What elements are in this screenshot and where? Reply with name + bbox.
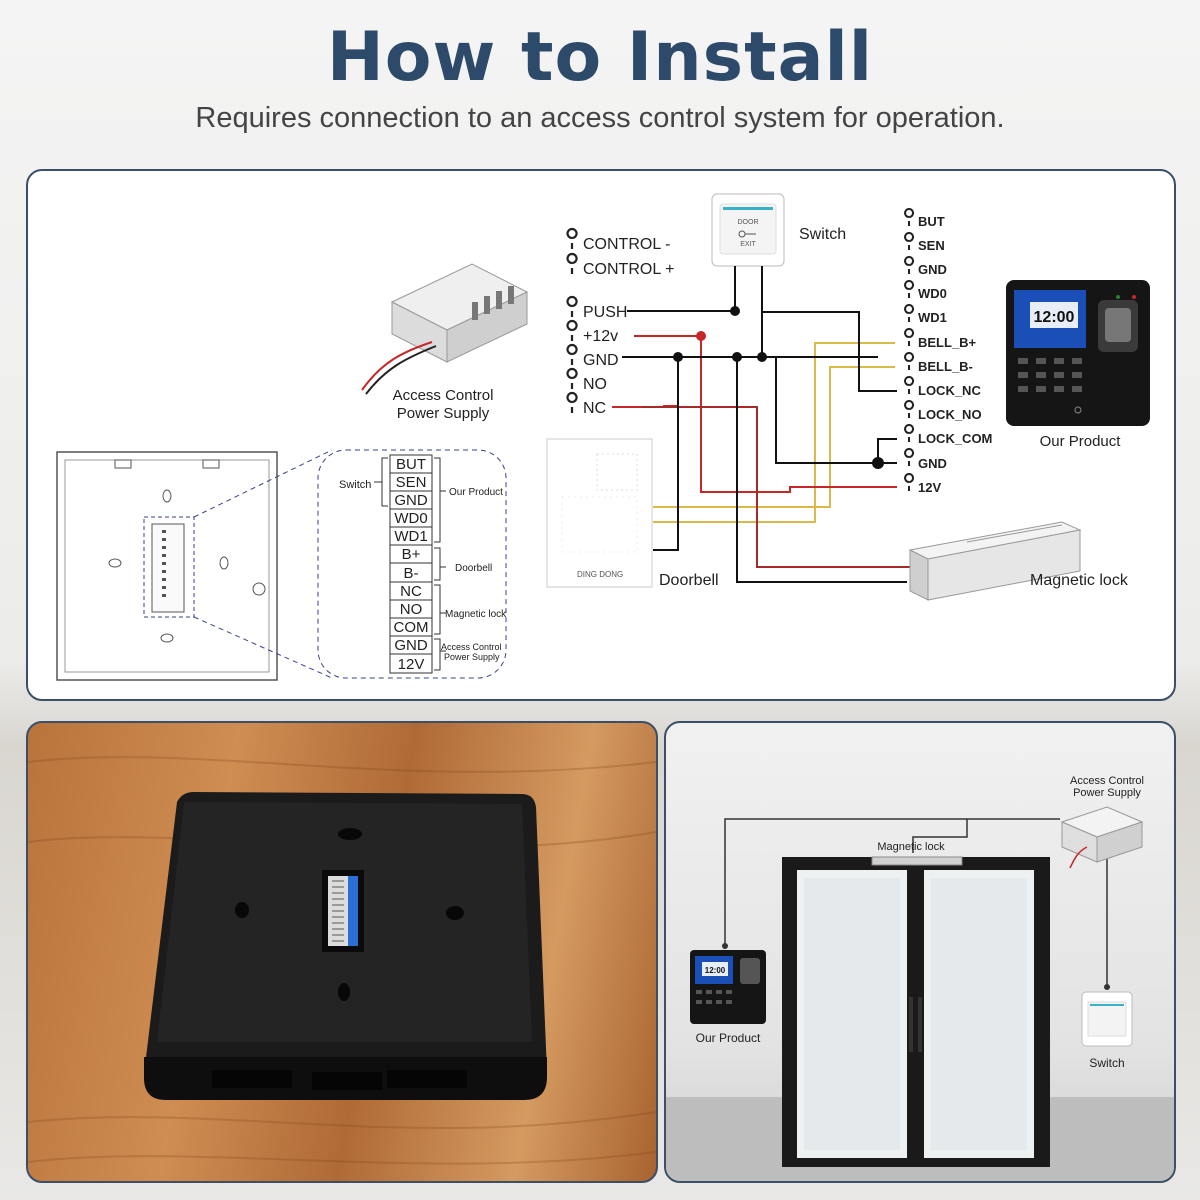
pin-label: NC bbox=[400, 583, 422, 600]
scene-product-label: Our Product bbox=[696, 1031, 761, 1045]
map-pin-icon bbox=[566, 252, 578, 274]
pin-label: 12V bbox=[398, 656, 425, 673]
power-supply-label: Power Supply bbox=[397, 405, 490, 422]
access-control-device: 12:00 bbox=[1006, 280, 1150, 426]
group-doorbell-label: Doorbell bbox=[455, 563, 492, 574]
map-pin-icon bbox=[904, 448, 915, 466]
magnetic-lock-label: Magnetic lock bbox=[1030, 572, 1129, 589]
pin-label: BUT bbox=[396, 456, 426, 473]
map-pin-icon bbox=[904, 232, 915, 250]
terminal-control-minus: CONTROL - bbox=[583, 236, 670, 253]
right-terminal-list: BUT SEN GND WD0 WD1 BELL_B+ BELL_B- LOCK… bbox=[904, 208, 992, 495]
map-pin-icon bbox=[566, 391, 578, 413]
doorbell-label: Doorbell bbox=[659, 572, 719, 589]
left-terminal-list: CONTROL - CONTROL + PUSH +12v GND NO NC bbox=[566, 227, 674, 417]
page-subtitle: Requires connection to an access control… bbox=[195, 102, 1005, 134]
group-magnetic-lock-label: Magnetic lock bbox=[445, 609, 507, 620]
wiring-diagram-panel: Access Control Power Supply DOOR EXIT Sw… bbox=[26, 169, 1176, 701]
product-label: Our Product bbox=[1040, 433, 1122, 450]
switch-face-text: DOOR bbox=[738, 219, 759, 226]
map-pin-icon bbox=[566, 319, 578, 341]
switch-face-text: EXIT bbox=[740, 241, 756, 248]
terminal-no: NO bbox=[583, 376, 607, 393]
switch-label: Switch bbox=[799, 226, 846, 243]
map-pin-icon bbox=[904, 352, 915, 370]
terminal-but: BUT bbox=[918, 214, 945, 229]
map-pin-icon bbox=[566, 343, 578, 365]
terminal-push: PUSH bbox=[583, 304, 627, 321]
power-supply-device bbox=[361, 263, 529, 395]
scene-power-supply-label: Power Supply bbox=[1073, 787, 1141, 799]
scene-magnetic-lock-label: Magnetic lock bbox=[877, 841, 945, 853]
terminal-wd0: WD0 bbox=[918, 286, 947, 301]
pin-label: NO bbox=[400, 601, 423, 618]
scene-switch-label: Switch bbox=[1089, 1056, 1124, 1070]
map-pin-icon bbox=[904, 424, 915, 442]
terminal-bell-bminus: BELL_B- bbox=[918, 359, 973, 374]
map-pin-icon bbox=[566, 367, 578, 389]
page-title: How to Install bbox=[326, 18, 874, 97]
pin-label: GND bbox=[394, 492, 428, 509]
map-pin-icon bbox=[904, 304, 915, 322]
doorbell-code: DING DONG bbox=[577, 570, 623, 579]
exit-switch-device: DOOR EXIT bbox=[711, 193, 785, 267]
backplate-drawing bbox=[56, 449, 507, 681]
pin-label: WD1 bbox=[394, 528, 427, 545]
wiring-diagram: Access Control Power Supply DOOR EXIT Sw… bbox=[56, 193, 1150, 681]
terminal-lock-nc: LOCK_NC bbox=[918, 383, 981, 398]
terminal-control-plus: CONTROL + bbox=[583, 261, 674, 278]
installation-scene-panel: Access Control Power Supply Magnetic loc… bbox=[664, 721, 1176, 1183]
terminal-sen: SEN bbox=[918, 238, 945, 253]
terminal-lock-com: LOCK_COM bbox=[918, 431, 992, 446]
terminal-bell-bplus: BELL_B+ bbox=[918, 335, 977, 350]
pin-label: SEN bbox=[396, 474, 427, 491]
map-pin-icon bbox=[904, 328, 915, 346]
doorbell-device: DING DONG bbox=[546, 438, 653, 588]
map-pin-icon bbox=[904, 473, 915, 491]
terminal-wd1: WD1 bbox=[918, 310, 947, 325]
glass-double-door bbox=[782, 856, 1050, 1167]
product-photo-panel bbox=[26, 721, 658, 1183]
scene-exit-switch bbox=[1081, 991, 1133, 1047]
terminal-lock-no: LOCK_NO bbox=[918, 407, 982, 422]
map-pin-icon bbox=[904, 280, 915, 298]
pin-label: WD0 bbox=[394, 510, 427, 527]
magnetic-lock-device bbox=[908, 521, 1082, 601]
scene-access-device: 12:00 bbox=[690, 950, 766, 1024]
installation-scene: Access Control Power Supply Magnetic loc… bbox=[666, 775, 1174, 1181]
pin-label: B- bbox=[404, 565, 419, 582]
backplate-pin-table: BUT SEN GND WD0 WD1 B+ B- NC NO COM GND … bbox=[389, 454, 433, 674]
scene-power-supply-label: Access Control bbox=[1070, 775, 1144, 787]
group-product-label: Our Product bbox=[449, 487, 503, 498]
map-pin-icon bbox=[566, 295, 578, 317]
map-pin-icon bbox=[566, 227, 578, 249]
pin-label: GND bbox=[394, 637, 428, 654]
map-pin-icon bbox=[904, 400, 915, 418]
group-switch-label: Switch bbox=[339, 479, 371, 491]
connection-lines bbox=[724, 818, 1108, 987]
map-pin-icon bbox=[904, 376, 915, 394]
terminal-gnd: GND bbox=[583, 352, 619, 369]
product-photo bbox=[28, 756, 656, 1165]
pin-label: B+ bbox=[402, 546, 421, 563]
scene-device-clock: 12:00 bbox=[705, 966, 726, 975]
terminal-12v: +12v bbox=[583, 328, 618, 345]
map-pin-icon bbox=[904, 256, 915, 274]
power-supply-label: Access Control bbox=[393, 387, 494, 404]
black-backplate bbox=[144, 792, 547, 1100]
terminal-12v-right: 12V bbox=[918, 480, 941, 495]
terminal-gnd: GND bbox=[918, 262, 947, 277]
terminal-nc: NC bbox=[583, 400, 606, 417]
device-clock: 12:00 bbox=[1034, 309, 1075, 326]
junction-dots bbox=[673, 306, 884, 469]
pin-group-brackets bbox=[374, 457, 446, 671]
map-pin-icon bbox=[904, 208, 915, 226]
terminal-gnd-2: GND bbox=[918, 456, 947, 471]
scene-power-supply bbox=[1060, 806, 1144, 869]
group-power-label: Access Control bbox=[441, 642, 502, 652]
pin-label: COM bbox=[394, 619, 429, 636]
wiring-lines bbox=[612, 266, 922, 583]
group-power-label: Power Supply bbox=[444, 652, 500, 662]
